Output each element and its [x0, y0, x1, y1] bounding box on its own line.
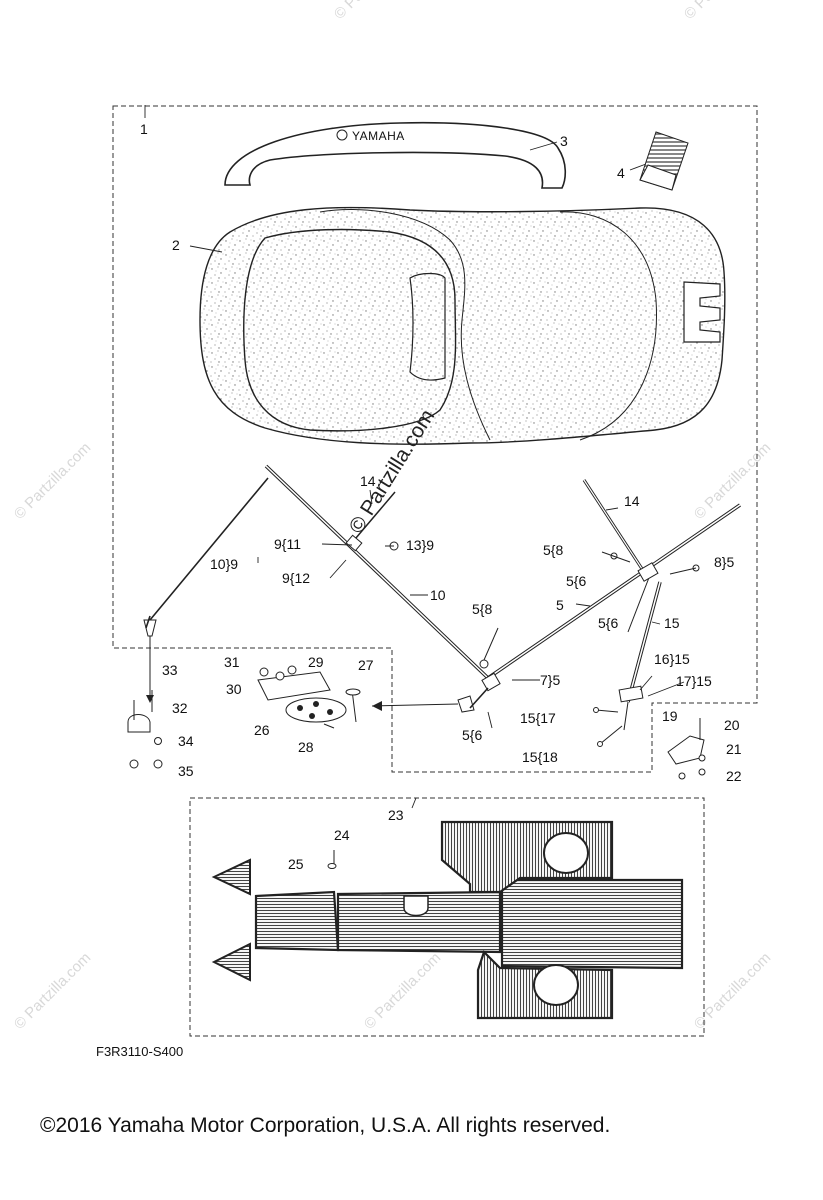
callout-23: 23 — [388, 807, 404, 823]
callout-5-6-mid: 5{6 — [598, 615, 618, 631]
watermark: © Partzilla.com — [0, 0, 54, 13]
callout-5: 5 — [556, 597, 564, 613]
pole-left — [143, 477, 269, 703]
callout-labels: 1 2 3 4 14 14 9{11 13}9 10}9 9{12 10 5{8… — [140, 121, 742, 872]
deck-mats — [211, 820, 684, 1020]
watermark: © Partzilla.com — [11, 439, 94, 522]
callout-8-5: 8}5 — [714, 554, 734, 570]
yamaha-logo-icon — [336, 129, 348, 141]
mat-outline — [189, 797, 705, 1037]
callout-14-right: 14 — [624, 493, 640, 509]
callout-32: 32 — [172, 700, 188, 716]
callout-33: 33 — [162, 662, 178, 678]
callout-17-15: 17}15 — [676, 673, 712, 689]
callout-1: 1 — [140, 121, 148, 137]
callout-19: 19 — [662, 708, 678, 724]
bracket-lower-left — [127, 690, 163, 769]
callout-30: 30 — [226, 681, 242, 697]
callout-9-12: 9{12 — [282, 570, 310, 586]
callout-5-8-upper: 5{8 — [543, 542, 563, 558]
callout-22: 22 — [726, 768, 742, 784]
callout-5-6-lower: 5{6 — [462, 727, 482, 743]
watermark: © Partzilla.com — [691, 949, 774, 1032]
callout-25: 25 — [288, 856, 304, 872]
callout-15-17: 15{17 — [520, 710, 556, 726]
callout-16-15: 16}15 — [654, 651, 690, 667]
watermark: © Partzilla.com — [331, 0, 414, 23]
assembly-outline — [112, 105, 758, 773]
bracket-lower-right — [667, 718, 706, 780]
pole-right — [457, 479, 741, 747]
callout-7-5: 7}5 — [540, 672, 560, 688]
callout-24: 24 — [334, 827, 350, 843]
callout-34: 34 — [178, 733, 194, 749]
decal — [639, 131, 689, 191]
callout-2: 2 — [172, 237, 180, 253]
callout-20: 20 — [724, 717, 740, 733]
callout-28: 28 — [298, 739, 314, 755]
seat-strap: YAMAHA — [224, 121, 567, 189]
callout-15: 15 — [664, 615, 680, 631]
pole-main — [264, 464, 490, 680]
watermark: © Partzilla.com — [681, 0, 764, 23]
callout-29: 29 — [308, 654, 324, 670]
callout-35: 35 — [178, 763, 194, 779]
callout-5-6-upper: 5{6 — [566, 573, 586, 589]
diagram-code: F3R3110-S400 — [96, 1044, 183, 1059]
seat — [199, 206, 726, 445]
callout-9-11: 9{11 — [274, 536, 301, 552]
yamaha-logo-text: YAMAHA — [352, 129, 405, 143]
callout-15-18: 15{18 — [522, 749, 558, 765]
callout-10-9: 10}9 — [210, 556, 238, 572]
callout-14-left: 14 — [360, 473, 376, 489]
watermark: © Partzilla.com — [361, 949, 444, 1032]
callout-31: 31 — [224, 654, 240, 670]
callout-4: 4 — [617, 165, 625, 181]
callout-13-9: 13}9 — [406, 537, 434, 553]
copyright-text: ©2016 Yamaha Motor Corporation, U.S.A. A… — [40, 1114, 610, 1137]
callout-10: 10 — [430, 587, 446, 603]
watermark: © Partzilla.com — [11, 949, 94, 1032]
leader-lines — [144, 105, 685, 809]
callout-21: 21 — [726, 741, 742, 757]
bracket-left — [257, 665, 361, 729]
callout-27: 27 — [358, 657, 374, 673]
callout-3: 3 — [560, 133, 568, 149]
callout-5-8-lower: 5{8 — [472, 601, 492, 617]
callout-26: 26 — [254, 722, 270, 738]
